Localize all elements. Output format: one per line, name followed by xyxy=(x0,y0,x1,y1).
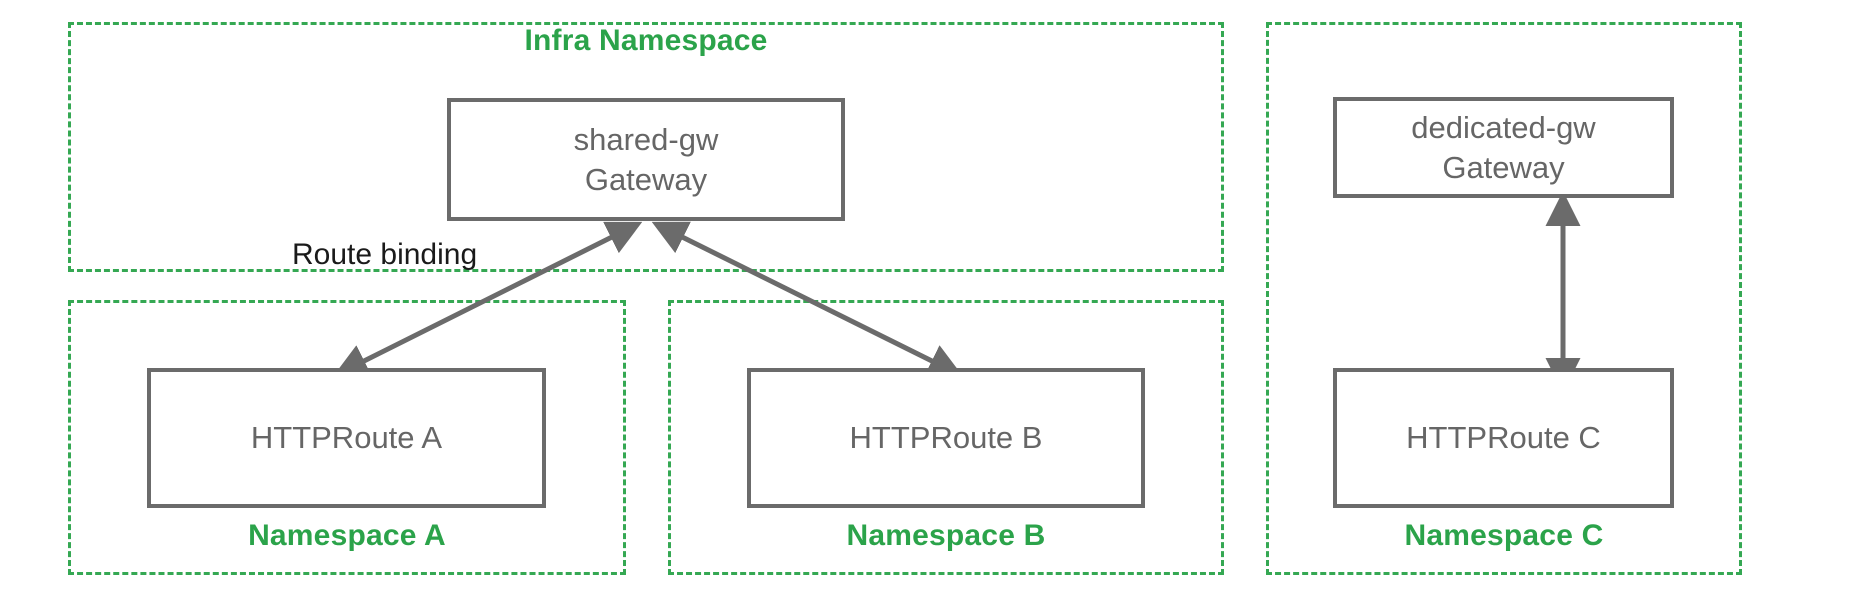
node-httproute-a[interactable]: HTTPRoute A xyxy=(147,368,546,508)
node-httproute-c-label: HTTPRoute C xyxy=(1406,420,1601,456)
node-dedicated-gw-line2: Gateway xyxy=(1442,149,1565,185)
node-httproute-a-label: HTTPRoute A xyxy=(250,420,443,456)
node-dedicated-gw-line1: dedicated-gw xyxy=(1411,109,1596,145)
node-httproute-c[interactable]: HTTPRoute C xyxy=(1333,368,1674,508)
node-shared-gw-gateway[interactable]: shared-gw Gateway xyxy=(447,98,845,221)
namespace-box-infra xyxy=(68,22,1224,272)
node-shared-gw-line2: Gateway xyxy=(584,161,708,197)
node-shared-gw-line1: shared-gw xyxy=(573,121,719,157)
node-httproute-b-label: HTTPRoute B xyxy=(849,420,1043,456)
namespace-label-a: Namespace A xyxy=(248,519,446,552)
namespace-label-b: Namespace B xyxy=(846,519,1046,552)
node-httproute-b[interactable]: HTTPRoute B xyxy=(747,368,1145,508)
namespace-label-c: Namespace C xyxy=(1404,519,1604,552)
edge-label-route-binding: Route binding xyxy=(292,238,478,271)
namespace-label-infra: Infra Namespace xyxy=(524,24,768,57)
namespace-box-c xyxy=(1266,22,1742,575)
node-dedicated-gw-gateway[interactable]: dedicated-gw Gateway xyxy=(1333,97,1674,198)
